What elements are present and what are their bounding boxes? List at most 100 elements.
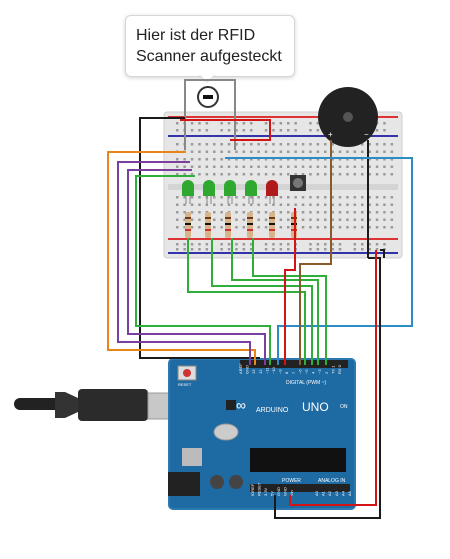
pin-label: A0 xyxy=(314,490,319,496)
pin-label: ~9 xyxy=(278,369,283,374)
breadboard-hole xyxy=(368,196,371,199)
breadboard-hole xyxy=(264,226,268,229)
breadboard-hole xyxy=(279,196,283,199)
rail-hole xyxy=(383,122,386,125)
breadboard-hole xyxy=(250,150,253,153)
leds xyxy=(182,180,278,204)
breadboard-hole xyxy=(316,211,320,214)
breadboard-hole xyxy=(309,218,312,221)
breadboard-hole xyxy=(235,150,238,153)
breadboard-hole xyxy=(205,158,209,161)
rail-hole xyxy=(220,129,223,132)
pin-label: A1 xyxy=(321,490,326,496)
breadboard-hole xyxy=(272,196,275,199)
resistor-band xyxy=(225,229,231,231)
breadboard-hole xyxy=(331,173,334,176)
breadboard-hole xyxy=(361,196,364,199)
breadboard-hole xyxy=(242,226,246,229)
push-button xyxy=(290,175,306,191)
rail-hole xyxy=(383,129,386,132)
breadboard-hole xyxy=(301,173,305,176)
rail-hole xyxy=(190,129,194,132)
breadboard-hole xyxy=(198,196,201,199)
pin-label: 4 xyxy=(311,371,316,374)
rail-hole xyxy=(287,243,290,246)
breadboard-hole xyxy=(287,165,290,168)
breadboard-hole xyxy=(220,218,223,221)
breadboard-hole xyxy=(383,218,386,221)
rail-hole xyxy=(383,243,386,246)
breadboard-hole xyxy=(287,158,290,161)
breadboard-hole xyxy=(301,226,305,229)
breadboard-hole xyxy=(257,150,260,153)
rail-hole xyxy=(368,243,371,246)
arduino-reset-label: RESET xyxy=(178,382,192,387)
breadboard-hole xyxy=(353,158,357,161)
pin-label: IOREF xyxy=(250,483,255,496)
rail-hole xyxy=(272,243,275,246)
breadboard-hole xyxy=(227,196,231,199)
rail-hole xyxy=(242,243,246,246)
wire-orange xyxy=(107,151,256,365)
breadboard-hole xyxy=(279,173,283,176)
breadboard-hole xyxy=(279,203,283,206)
breadboard-hole xyxy=(375,150,379,153)
breadboard-hole xyxy=(213,203,216,206)
resistor-band xyxy=(269,223,275,225)
rail-hole xyxy=(250,122,253,125)
breadboard-hole xyxy=(346,150,349,153)
breadboard-hole xyxy=(220,196,223,199)
wire-black-top xyxy=(139,117,260,359)
rail-hole xyxy=(176,122,179,125)
pin-label: GND xyxy=(283,487,288,496)
breadboard-hole xyxy=(375,218,379,221)
breadboard-hole xyxy=(301,143,305,146)
pin-label: AREF xyxy=(238,363,243,374)
breadboard-hole xyxy=(294,173,297,176)
breadboard-hole xyxy=(375,158,379,161)
led xyxy=(224,180,236,196)
rail-hole xyxy=(227,129,231,132)
rail-hole xyxy=(242,122,246,125)
breadboard-hole xyxy=(235,218,238,221)
breadboard-hole xyxy=(309,165,312,168)
rail-hole xyxy=(331,248,334,251)
wire-green-2 xyxy=(187,238,306,365)
rail-hole xyxy=(264,243,268,246)
breadboard-hole xyxy=(294,203,297,206)
rail-hole xyxy=(264,248,268,251)
breadboard-hole xyxy=(257,173,260,176)
breadboard-hole xyxy=(257,143,260,146)
breadboard-hole xyxy=(183,203,186,206)
breadboard-hole xyxy=(213,143,216,146)
breadboard-hole xyxy=(190,196,194,199)
breadboard-hole xyxy=(183,165,186,168)
rail-hole xyxy=(375,248,379,251)
pin-label: GND xyxy=(245,365,250,374)
rail-hole xyxy=(198,248,201,251)
rail-hole xyxy=(309,248,312,251)
wires xyxy=(107,117,413,519)
breadboard-hole xyxy=(383,150,386,153)
pin-label: ~5 xyxy=(304,369,309,374)
breadboard-hole xyxy=(205,150,209,153)
breadboard-hole xyxy=(176,226,179,229)
breadboard-hole xyxy=(375,196,379,199)
pin-label: ~10 xyxy=(271,366,276,374)
arduino-on-label: ON xyxy=(340,404,348,410)
rail-hole xyxy=(361,243,364,246)
breadboard-hole xyxy=(272,203,275,206)
breadboard-hole xyxy=(183,173,186,176)
breadboard-hole xyxy=(309,196,312,199)
breadboard-hole xyxy=(301,211,305,214)
breadboard-hole xyxy=(331,150,334,153)
breadboard-hole xyxy=(257,211,260,214)
rail-hole xyxy=(235,129,238,132)
breadboard-hole xyxy=(235,165,238,168)
rail-hole xyxy=(264,129,268,132)
breadboard-hole xyxy=(316,203,320,206)
arduino-brand-label: ARDUINO xyxy=(256,407,289,414)
breadboard-hole xyxy=(264,165,268,168)
led xyxy=(266,180,278,196)
breadboard-hole xyxy=(316,143,320,146)
